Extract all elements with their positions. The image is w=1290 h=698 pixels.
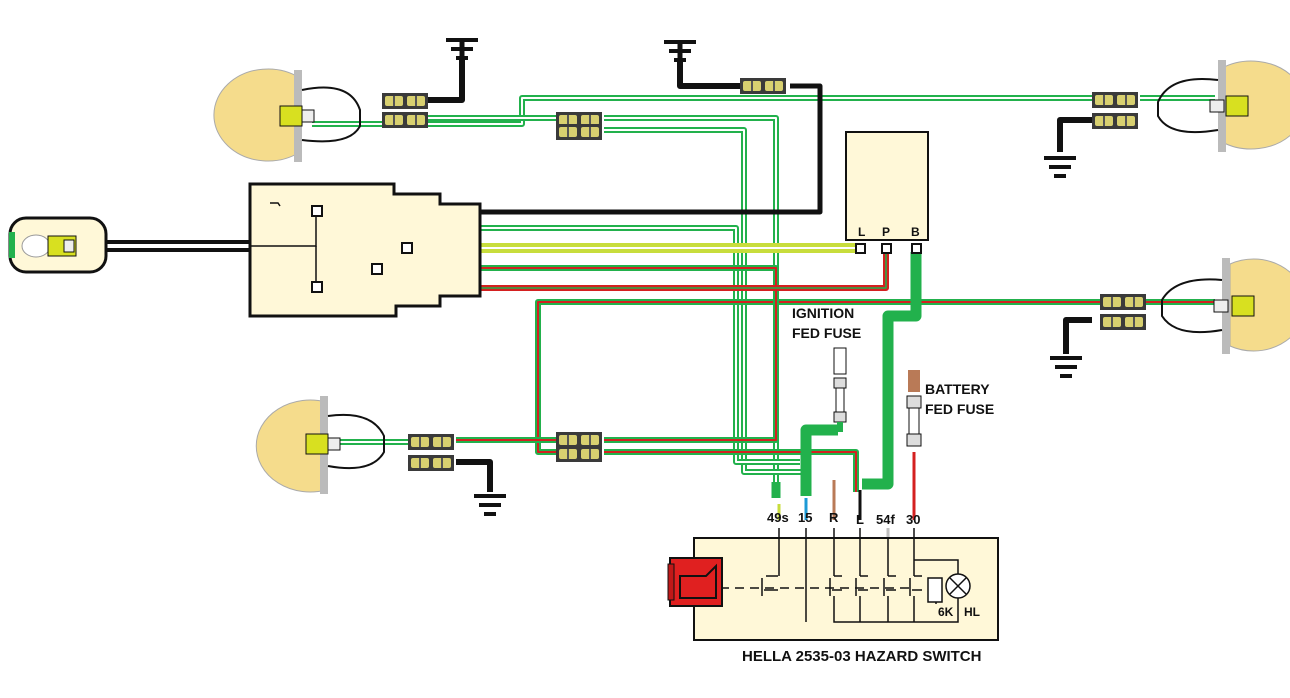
ground-icon	[472, 494, 508, 516]
relay-pin-l-label: L	[858, 225, 865, 239]
lamp-front-left	[213, 68, 361, 162]
resistor-6k	[927, 577, 943, 603]
wiring	[100, 60, 1215, 538]
lamp-front-right	[1157, 60, 1290, 152]
connector-rear-left-lower	[407, 454, 455, 472]
connector-rear-right-upper	[1099, 293, 1147, 311]
flasher-relay: L P B	[845, 131, 929, 254]
terminal-30-label: 30	[906, 512, 920, 527]
connector-front-left-upper	[381, 92, 429, 110]
battery-fuse-label-line2: FED FUSE	[925, 401, 994, 417]
ground-symbols	[444, 38, 1084, 516]
connector-rear-right-lower	[1099, 313, 1147, 331]
connector-front-right-lower	[1091, 112, 1139, 130]
lamp-rear-left	[255, 396, 385, 494]
warning-lamp-label: HL	[964, 605, 980, 619]
resistor-6k-label: 6K	[938, 605, 954, 619]
relay-pin-b-label: B	[911, 225, 920, 239]
ignition-fuse-label-line2: FED FUSE	[792, 325, 861, 341]
connector-center-upper-b	[555, 123, 603, 141]
ignition-feed	[800, 424, 838, 496]
connector-top-ground	[739, 77, 787, 95]
connector-front-right-upper	[1091, 91, 1139, 109]
terminal-r-label: R	[829, 510, 839, 525]
ground-icon	[1048, 356, 1084, 378]
terminal-l-label: L	[856, 512, 864, 527]
connector-front-left-lower	[381, 111, 429, 129]
terminal-54f-label: 54f	[876, 512, 895, 527]
warning-lamp-icon	[945, 573, 971, 599]
terminal-15-label: 15	[798, 510, 812, 525]
connector-rear-left-upper	[407, 433, 455, 451]
red-green-wires	[378, 265, 1215, 492]
connectors	[381, 77, 1147, 472]
green-feed-relay-b	[862, 252, 922, 490]
side-lamp	[8, 216, 108, 274]
light-switch-housing	[248, 182, 482, 318]
battery-fuse: BATTERY FED FUSE	[906, 370, 994, 447]
relay-pin-p-label: P	[882, 225, 890, 239]
ground-icon	[1042, 156, 1078, 178]
diagram-caption: HELLA 2535-03 HAZARD SWITCH	[742, 648, 981, 665]
lamp-rear-right	[1161, 258, 1290, 354]
connector-center-lower-b	[555, 445, 603, 463]
battery-fuse-label-line1: BATTERY	[925, 381, 990, 397]
ignition-fuse: IGNITION FED FUSE	[792, 305, 861, 432]
terminal-49s-label: 49s	[767, 510, 789, 525]
connector-center-lower-a	[555, 431, 603, 449]
hazard-switch: 49s 15 R L 54f 30	[667, 510, 999, 641]
ignition-fuse-label-line1: IGNITION	[792, 305, 854, 321]
